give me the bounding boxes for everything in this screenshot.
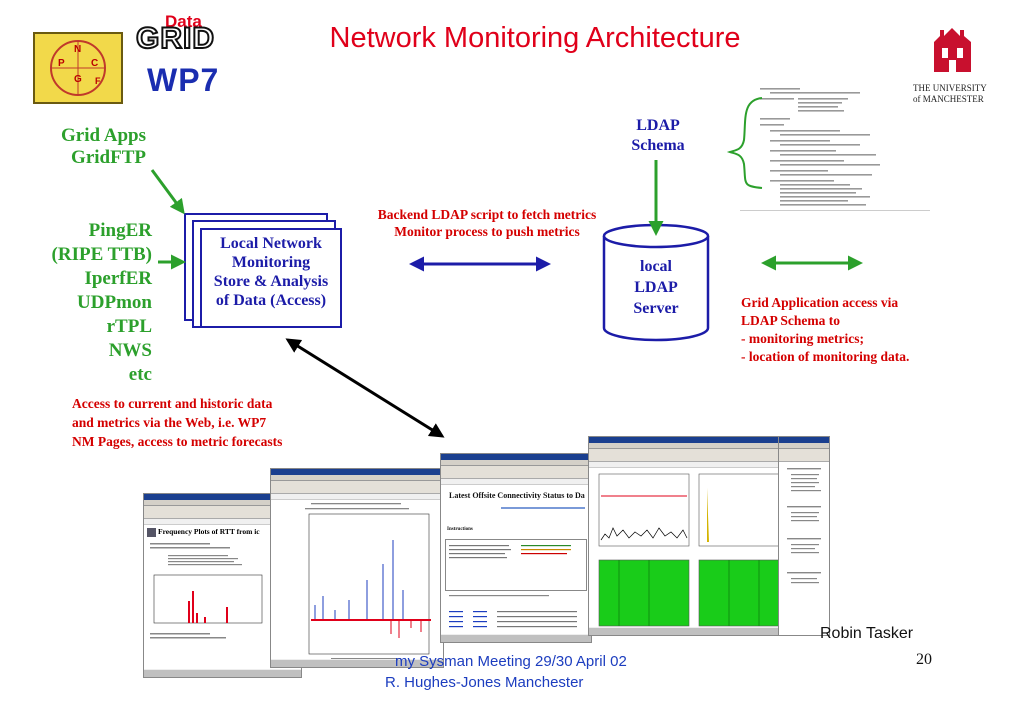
grid-access-line-3: - monitoring metrics; — [741, 331, 864, 346]
pparc-letter-c: C — [91, 58, 99, 69]
local-network-store-box: Local Network Monitoring Store & Analysi… — [200, 228, 342, 328]
screenshot-stats-panel — [778, 436, 830, 636]
university-logo — [930, 22, 975, 74]
tool-nws: NWS — [108, 340, 152, 361]
tool-pinger: PingER — [88, 220, 152, 241]
university-name-line2: of MANCHESTER — [913, 94, 984, 104]
web-access-line-1: Access to current and historic data — [72, 396, 273, 411]
ldap-server-line-1: local — [640, 258, 672, 275]
shot3-section-instructions: Instructions — [447, 527, 473, 532]
page-number: 20 — [916, 651, 932, 668]
tool-ripe-ttb: (RIPE TTB) — [51, 244, 152, 265]
store-line-2: Monitoring — [231, 254, 311, 271]
grid-access-line-4: - location of monitoring data. — [741, 349, 910, 364]
tool-etc: etc — [128, 364, 152, 385]
screenshot-traffic-graphs — [588, 436, 802, 636]
shot1-heading: Frequency Plots of RTT from ic — [158, 527, 260, 536]
page-title: Network Monitoring Architecture — [329, 22, 741, 54]
web-access-note: Access to current and historic data and … — [72, 394, 342, 451]
ldap-schema-line-1: LDAP — [636, 117, 680, 134]
ldap-server-line-3: Server — [633, 300, 679, 317]
monitoring-tools-list: PingER (RIPE TTB) IperfER UDPmon rTPL NW… — [20, 219, 152, 387]
screenshot-rtt-plot — [270, 468, 444, 668]
grid-access-line-2: LDAP Schema to — [741, 313, 840, 328]
tool-rtpl: rTPL — [106, 316, 152, 337]
gridftp-line: GridFTP — [71, 147, 146, 168]
credit-label: Robin Tasker — [820, 625, 914, 642]
backend-note-line-1: Backend LDAP script to fetch metrics — [377, 207, 597, 222]
pparc-logo: N P C G F — [33, 32, 123, 104]
grid-apps-label: Grid Apps GridFTP — [30, 125, 146, 169]
pparc-letter-f: F — [95, 76, 101, 86]
ldap-schema-label: LDAP Schema — [618, 116, 698, 156]
datagrid-logo-main: GRID — [135, 21, 215, 56]
pparc-letter-n: N — [74, 44, 82, 55]
pparc-logo-graphic — [50, 40, 106, 96]
ldap-server-line-2: LDAP — [634, 279, 678, 296]
datagrid-logo-top: Data — [165, 12, 202, 31]
ldap-schema-line-2: Schema — [631, 137, 685, 154]
backend-note: Backend LDAP script to fetch metrics Mon… — [356, 206, 618, 240]
store-line-3: Store & Analysis — [213, 273, 329, 290]
web-access-line-2: and metrics via the Web, i.e. WP7 — [72, 415, 267, 430]
schema-listing — [740, 86, 930, 211]
wp7-logo: WP7 — [147, 62, 220, 98]
screenshot-connectivity-status: Latest Offsite Connectivity Status to Da… — [440, 453, 592, 643]
university-crest-icon — [934, 28, 971, 72]
shot4-traffic-graphic — [598, 473, 790, 635]
tool-udpmon: UDPmon — [77, 292, 152, 313]
shot2-rtt-graphic — [305, 503, 431, 660]
ldap-server-cylinder — [602, 223, 710, 342]
arrow-grid-apps-to-store — [150, 169, 185, 215]
store-line-4: of Data (Access) — [215, 292, 327, 309]
tool-iperfer: IperfER — [84, 268, 152, 289]
footer-line-1: my Sysman Meeting 29/30 April 02 — [395, 653, 627, 670]
shot3-heading: Latest Offsite Connectivity Status to Da — [449, 491, 585, 500]
footer-line-2: R. Hughes-Jones Manchester — [385, 674, 584, 691]
pparc-letter-p: P — [58, 58, 65, 69]
pparc-letter-g: G — [74, 74, 82, 85]
schema-listing-text-graphic — [760, 88, 880, 206]
shot3-table-graphic — [449, 545, 577, 628]
grid-access-line-1: Grid Application access via — [741, 295, 899, 310]
web-access-line-3: NM Pages, access to metric forecasts — [72, 434, 283, 449]
grid-access-note: Grid Application access via LDAP Schema … — [741, 294, 961, 366]
backend-note-line-2: Monitor process to push metrics — [394, 224, 580, 239]
grid-apps-line: Grid Apps — [60, 125, 146, 146]
university-name-line1: THE UNIVERSITY — [913, 83, 987, 93]
store-line-1: Local Network — [220, 235, 322, 252]
shot5-stats-graphic — [787, 468, 821, 584]
ldap-server-label: local LDAP Server — [610, 256, 702, 319]
shot1-histogram-graphic — [150, 543, 263, 639]
